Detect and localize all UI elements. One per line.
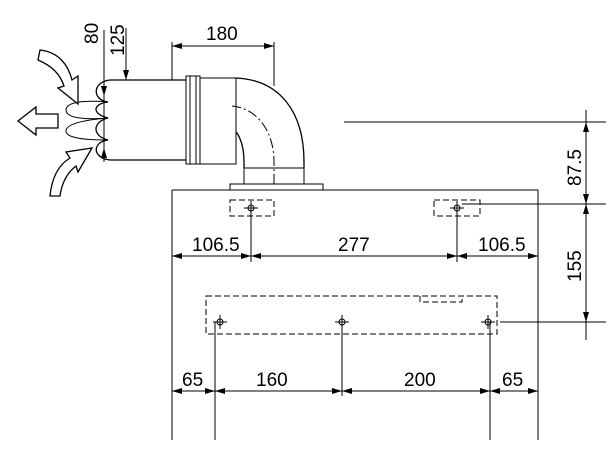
dim-87-5: 87.5 xyxy=(565,149,586,186)
dim-277: 277 xyxy=(338,235,370,256)
dim-160: 160 xyxy=(256,370,288,391)
flue-elbow xyxy=(65,75,324,191)
dim-106-5-right: 106.5 xyxy=(478,235,526,256)
dim-80: 80 xyxy=(82,23,103,44)
top-bracket-left xyxy=(229,199,275,217)
mounting-rail xyxy=(205,295,498,335)
dim-65-right: 65 xyxy=(502,370,523,391)
extension-lines xyxy=(214,208,491,440)
dim-200: 200 xyxy=(404,370,436,391)
dim-elbow-offset: 180 xyxy=(171,24,275,86)
dim-106-5-left: 106.5 xyxy=(192,235,240,256)
air-intake-arrow-bottom-icon xyxy=(49,147,94,197)
dim-bottom-chain: 65 160 200 65 xyxy=(172,370,538,394)
air-intake-arrow-top-icon xyxy=(37,49,79,106)
rail-hole-right xyxy=(481,315,495,329)
exhaust-arrow-icon xyxy=(16,105,59,137)
dim-flue-diameters: 80 125 xyxy=(82,23,129,162)
dim-125: 125 xyxy=(108,24,129,56)
dim-top-chain: 106.5 277 106.5 xyxy=(172,235,538,259)
dim-155: 155 xyxy=(565,250,586,282)
dim-180: 180 xyxy=(206,24,238,45)
boiler-outline xyxy=(171,189,539,440)
dim-65-left: 65 xyxy=(182,370,203,391)
dim-right-verticals: 87.5 155 xyxy=(344,110,606,340)
